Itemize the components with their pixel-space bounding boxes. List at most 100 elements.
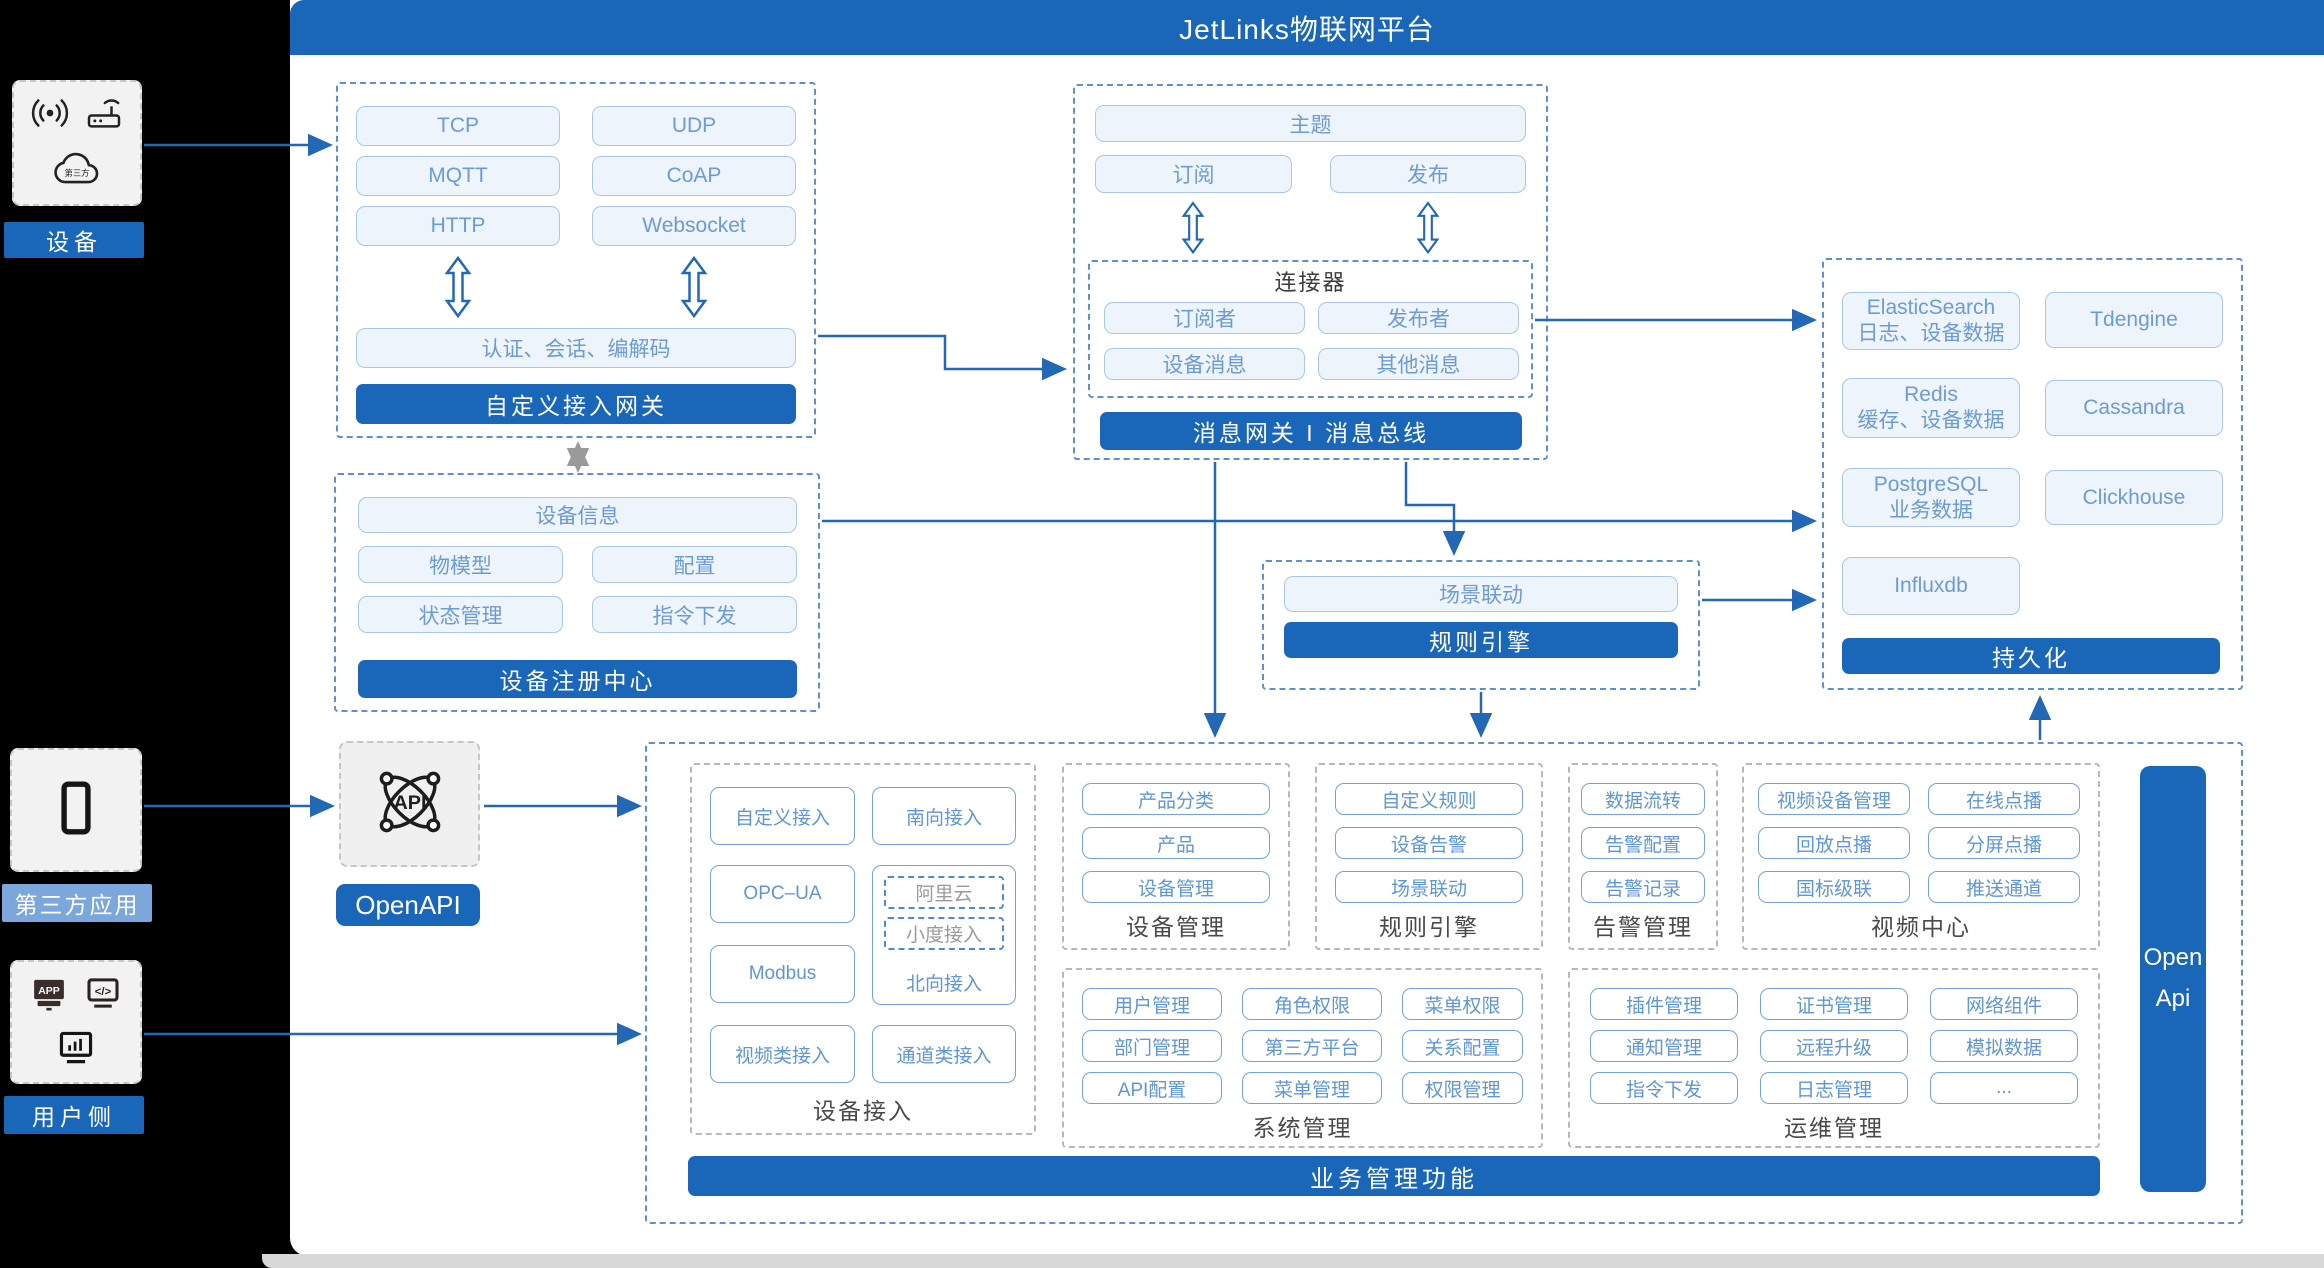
al-label: 告警管理 bbox=[1593, 914, 1693, 940]
section-rule-engine bbox=[1315, 763, 1543, 950]
ops-item-6: 指令下发 bbox=[1590, 1072, 1738, 1104]
vc-item-3: 分屏点播 bbox=[1928, 827, 2080, 859]
ops-item-7: 日志管理 bbox=[1760, 1072, 1908, 1104]
sys-item-7: 菜单管理 bbox=[1242, 1072, 1382, 1104]
device-registry-bar: 设备注册中心 bbox=[358, 660, 797, 698]
da-modbus: Modbus bbox=[710, 945, 855, 1003]
sys-item-3: 部门管理 bbox=[1082, 1030, 1222, 1062]
page-title: JetLinks物联网平台 bbox=[1179, 13, 1435, 45]
protocol-tcp: TCP bbox=[356, 106, 560, 146]
device-source-box: 第三方 bbox=[12, 80, 142, 206]
ops-item-3: 通知管理 bbox=[1590, 1030, 1738, 1062]
sys-item-4: 第三方平台 bbox=[1242, 1030, 1382, 1062]
vc-label: 视频中心 bbox=[1871, 914, 1971, 940]
protocol-gateway-box bbox=[336, 82, 816, 438]
sys-label: 系统管理 bbox=[1252, 1115, 1353, 1141]
scene-linkage-pill: 场景联动 bbox=[1284, 576, 1678, 612]
section-device-access bbox=[690, 763, 1036, 1135]
ops-item-2: 网络组件 bbox=[1930, 988, 2078, 1020]
section-system bbox=[1062, 968, 1543, 1148]
ops-item-5: 模拟数据 bbox=[1930, 1030, 2078, 1062]
storage-box bbox=[1822, 258, 2243, 690]
router-icon bbox=[84, 93, 124, 138]
storage-cassandra: Cassandra bbox=[2045, 380, 2223, 436]
auth-session-codec: 认证、会话、编解码 bbox=[356, 328, 796, 368]
section-device-mgmt bbox=[1062, 763, 1290, 950]
mg-device-message: 设备消息 bbox=[1104, 348, 1305, 380]
sys-item-5: 关系配置 bbox=[1402, 1030, 1523, 1062]
re-item-2: 场景联动 bbox=[1335, 871, 1523, 903]
message-gateway-box bbox=[1073, 84, 1548, 460]
da-north-label: 北向接入 bbox=[905, 974, 982, 995]
wireless-signal-icon bbox=[30, 93, 70, 138]
third-party-app-label: 第三方应用 bbox=[2, 884, 152, 922]
ops-item-1: 证书管理 bbox=[1760, 988, 1908, 1020]
sys-item-8: 权限管理 bbox=[1402, 1072, 1523, 1104]
section-alarm bbox=[1568, 763, 1718, 950]
business-mgmt-bar: 业务管理功能 bbox=[688, 1156, 2100, 1196]
device-registry-box bbox=[334, 473, 820, 712]
mg-connector-box bbox=[1088, 260, 1533, 398]
da-opcua: OPC–UA bbox=[710, 865, 855, 923]
da-aliyun: 阿里云 bbox=[884, 876, 1004, 909]
vc-item-5: 推送通道 bbox=[1928, 871, 2080, 903]
mg-subscriber: 订阅者 bbox=[1104, 302, 1305, 334]
protocol-coap: CoAP bbox=[592, 156, 796, 196]
sys-item-1: 角色权限 bbox=[1242, 988, 1382, 1020]
protocol-http: HTTP bbox=[356, 206, 560, 246]
open-api-vertical-bar: Open Api bbox=[2140, 766, 2206, 1192]
re-item-0: 自定义规则 bbox=[1335, 783, 1523, 815]
da-custom: 自定义接入 bbox=[710, 787, 855, 845]
storage-tdengine: Tdengine bbox=[2045, 292, 2223, 348]
mg-publisher: 发布者 bbox=[1318, 302, 1519, 334]
protocol-udp: UDP bbox=[592, 106, 796, 146]
dm-item-1: 产品 bbox=[1082, 827, 1270, 859]
third-party-app-box bbox=[10, 748, 142, 872]
dm-label: 设备管理 bbox=[1126, 914, 1226, 940]
app-icon: APP bbox=[28, 972, 70, 1019]
da-channel: 通道类接入 bbox=[872, 1025, 1016, 1083]
dm-item-0: 产品分类 bbox=[1082, 783, 1270, 815]
registry-state-mgmt: 状态管理 bbox=[358, 596, 563, 633]
persistence-bar: 持久化 bbox=[1842, 638, 2220, 674]
da-label: 设备接入 bbox=[813, 1098, 913, 1124]
mg-connector-title: 连接器 bbox=[1274, 270, 1347, 295]
mg-publish: 发布 bbox=[1330, 155, 1526, 193]
registry-command-dispatch: 指令下发 bbox=[592, 596, 797, 633]
custom-access-gateway-bar: 自定义接入网关 bbox=[356, 384, 796, 424]
protocol-mqtt: MQTT bbox=[356, 156, 560, 196]
protocol-websocket: Websocket bbox=[592, 206, 796, 246]
al-item-0: 数据流转 bbox=[1581, 783, 1705, 815]
section-ops bbox=[1568, 968, 2100, 1148]
al-item-2: 告警记录 bbox=[1581, 871, 1705, 903]
business-box bbox=[645, 742, 2243, 1224]
da-xiaodu: 小度接入 bbox=[884, 917, 1004, 950]
sys-item-6: API配置 bbox=[1082, 1072, 1222, 1104]
ops-item-8: ... bbox=[1930, 1072, 2078, 1104]
device-label: 设备 bbox=[4, 222, 144, 258]
svg-text:第三方: 第三方 bbox=[65, 167, 90, 177]
re-label: 规则引擎 bbox=[1379, 914, 1479, 940]
code-icon: </> bbox=[82, 972, 124, 1019]
mg-other-message: 其他消息 bbox=[1318, 348, 1519, 380]
ops-item-0: 插件管理 bbox=[1590, 988, 1738, 1020]
mg-subscribe: 订阅 bbox=[1095, 155, 1292, 193]
da-south: 南向接入 bbox=[872, 787, 1016, 845]
user-side-box: APP </> bbox=[10, 960, 142, 1084]
mg-topic: 主题 bbox=[1095, 105, 1526, 142]
rule-engine-bar: 规则引擎 bbox=[1284, 622, 1678, 658]
vc-item-2: 回放点播 bbox=[1758, 827, 1910, 859]
storage-clickhouse: Clickhouse bbox=[2045, 470, 2223, 525]
al-item-1: 告警配置 bbox=[1581, 827, 1705, 859]
dashboard-monitor-icon bbox=[54, 1028, 98, 1073]
openapi-icon-box: API bbox=[339, 741, 480, 867]
svg-text:</>: </> bbox=[95, 986, 112, 998]
api-atom-icon: API bbox=[368, 760, 452, 849]
third-party-cloud-icon: 第三方 bbox=[49, 147, 105, 194]
rule-engine-box bbox=[1262, 560, 1700, 690]
page-title-bar: JetLinks物联网平台 bbox=[290, 0, 2324, 55]
ops-item-4: 远程升级 bbox=[1760, 1030, 1908, 1062]
section-video bbox=[1742, 763, 2100, 950]
